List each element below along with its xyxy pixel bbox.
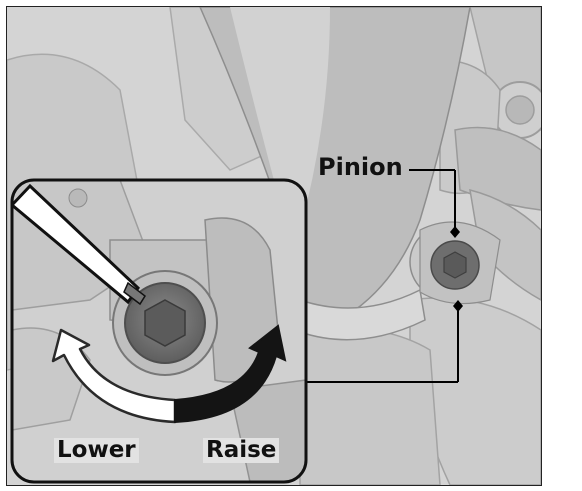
suspension-scene bbox=[7, 7, 541, 485]
inset-detail bbox=[10, 178, 308, 484]
raise-arrow-icon bbox=[174, 324, 287, 424]
lower-label: Lower bbox=[54, 438, 139, 463]
pinion-label: Pinion bbox=[318, 153, 403, 181]
lower-arrow-icon bbox=[51, 328, 177, 424]
screwdriver-icon bbox=[12, 183, 146, 306]
pinion-leader bbox=[306, 169, 463, 383]
raise-label: Raise bbox=[203, 438, 280, 463]
